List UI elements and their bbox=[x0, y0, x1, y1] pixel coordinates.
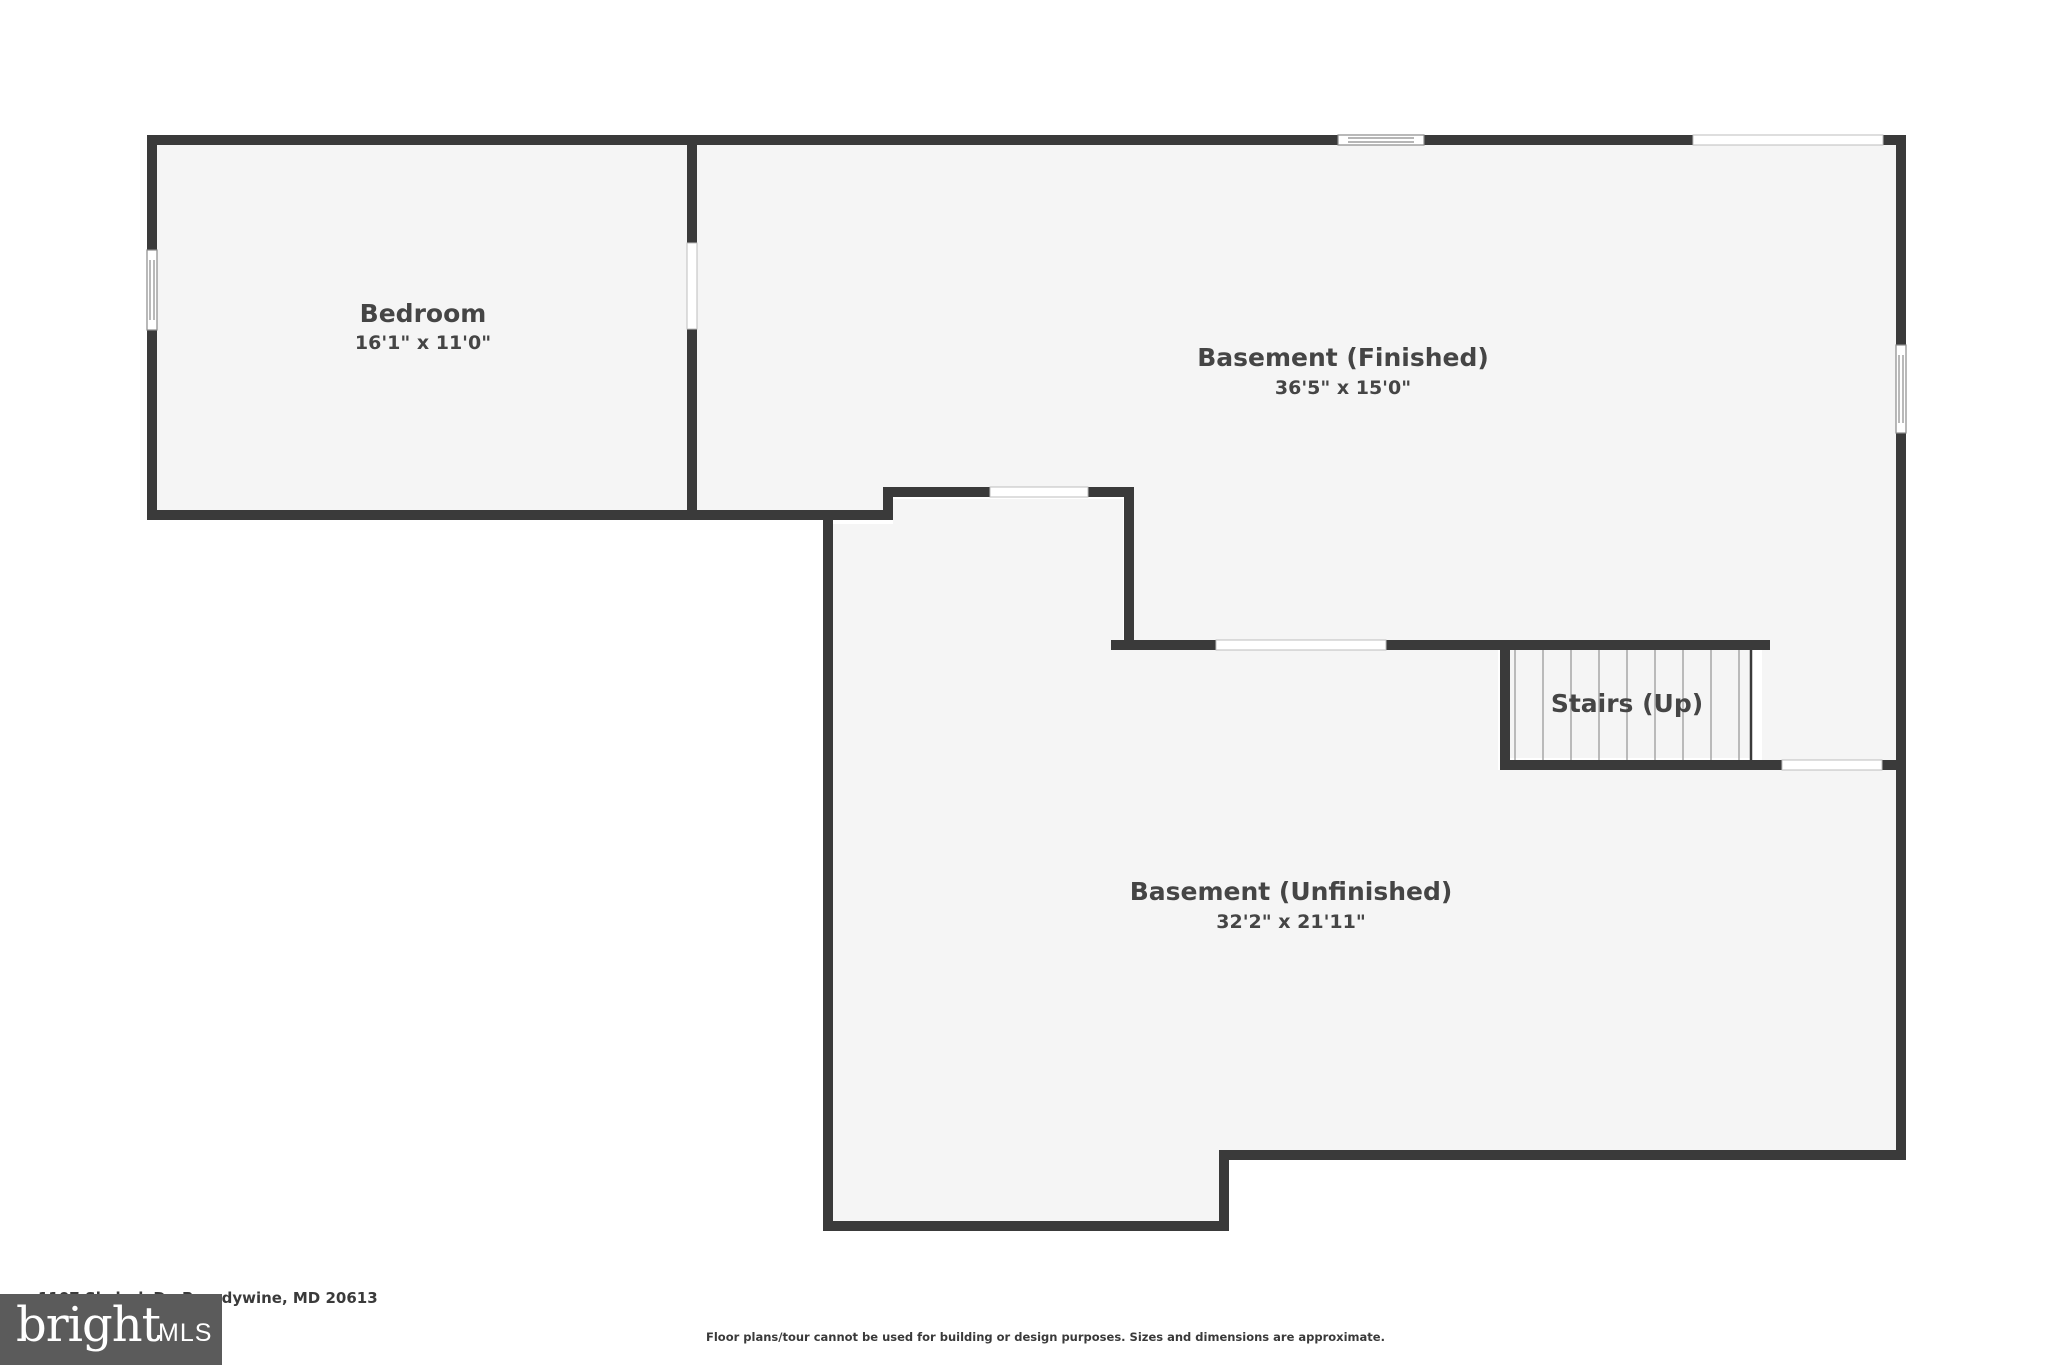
wall-stairs bbox=[1500, 640, 1906, 770]
opening-mid bbox=[1215, 639, 1387, 651]
basement-unfinished-floor bbox=[832, 499, 1896, 1222]
wall-bottom-right bbox=[823, 515, 1906, 1231]
opening-stairs-right bbox=[1781, 759, 1883, 771]
basement-finished-dimensions: 36'5" x 15'0" bbox=[1275, 377, 1411, 399]
opening-bedroom-door bbox=[686, 242, 698, 330]
basement-finished-label: Basement (Finished) bbox=[1197, 343, 1489, 372]
stair-treads bbox=[1514, 650, 1740, 760]
logo-brand: bright bbox=[16, 1297, 161, 1353]
logo-suffix: MLS bbox=[158, 1319, 213, 1347]
bedroom-floor bbox=[152, 145, 691, 511]
bedroom-dimensions: 16'1" x 11'0" bbox=[355, 332, 491, 354]
opening-step-top bbox=[989, 486, 1089, 498]
disclaimer-text: Floor plans/tour cannot be used for buil… bbox=[706, 1330, 1385, 1344]
window-right bbox=[1895, 344, 1907, 434]
wall-corner bbox=[823, 510, 833, 524]
basement-unfinished-label: Basement (Unfinished) bbox=[1130, 877, 1453, 906]
window-bedroom-left bbox=[146, 249, 158, 331]
stairs-label: Stairs (Up) bbox=[1551, 689, 1703, 718]
bedroom-label: Bedroom bbox=[360, 299, 487, 328]
opening-top-right bbox=[1692, 134, 1884, 146]
openings bbox=[686, 134, 1884, 771]
window-top bbox=[1337, 134, 1425, 146]
basement-finished-floor bbox=[697, 145, 1896, 760]
basement-unfinished-dimensions: 32'2" x 21'11" bbox=[1216, 911, 1365, 933]
windows bbox=[146, 134, 1907, 434]
bright-mls-logo: bright MLS bbox=[0, 1294, 222, 1365]
floor-fills bbox=[152, 145, 1896, 1222]
